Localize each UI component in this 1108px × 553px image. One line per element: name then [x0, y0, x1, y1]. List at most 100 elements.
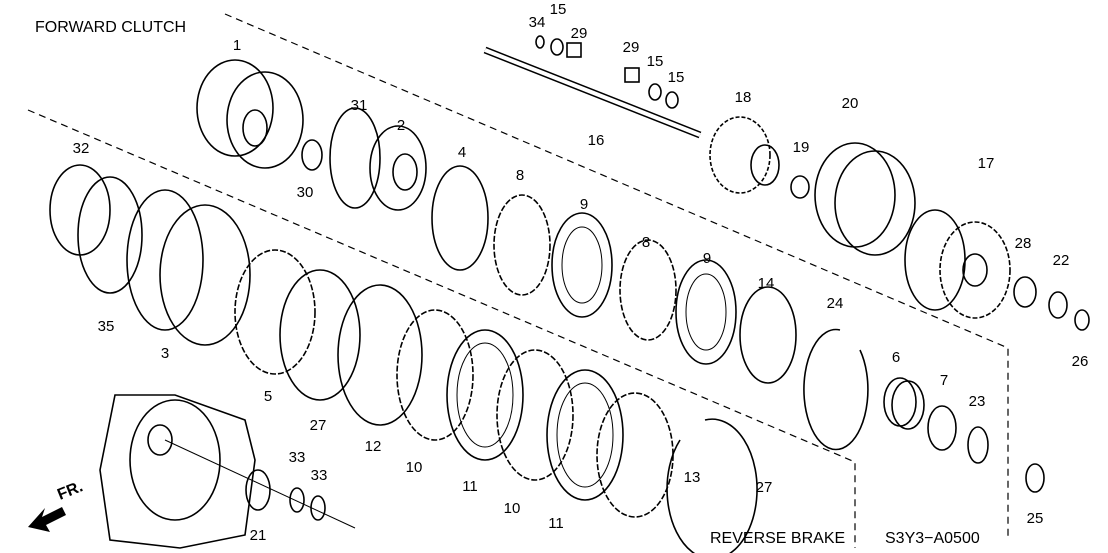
- bearing-15b: [648, 83, 662, 101]
- reverse-brake-title: REVERSE BRAKE: [710, 530, 845, 547]
- seal-21: [245, 469, 271, 511]
- snap-ring-25: [1025, 463, 1045, 493]
- callout: 4: [458, 144, 466, 161]
- callout: 11: [462, 478, 478, 495]
- plate-10a: [396, 309, 474, 441]
- callout: 13: [684, 469, 701, 486]
- callout: 15: [647, 53, 664, 70]
- end-plate-14: [739, 286, 797, 384]
- callout: 17: [978, 155, 995, 172]
- callout: 8: [516, 167, 524, 184]
- callout: 31: [351, 97, 368, 114]
- reverse-brake-boundary: [27, 109, 856, 548]
- callout: 23: [969, 393, 986, 410]
- callout: 29: [571, 25, 588, 42]
- gear-18: [709, 116, 771, 194]
- ring-27a: [279, 269, 361, 401]
- callout: 21: [250, 527, 267, 544]
- disc-11a-inner: [456, 342, 514, 448]
- clutch-drum-1-hub: [242, 109, 268, 147]
- drum-20-back: [834, 150, 916, 256]
- diagram-code: S3Y3−A0500: [885, 530, 980, 547]
- forward-clutch-boundary: [224, 13, 1009, 540]
- front-arrow-icon: [28, 507, 66, 532]
- disc-11b-inner: [556, 382, 614, 488]
- o-ring-33a: [289, 487, 305, 513]
- callout: 35: [98, 318, 115, 335]
- retainer-7: [927, 405, 957, 451]
- ring-4: [431, 165, 489, 271]
- transmission-case: [99, 394, 256, 549]
- callout: 18: [735, 89, 752, 106]
- front-arrow-label: FR.: [55, 478, 85, 503]
- hub-17: [939, 221, 1011, 319]
- callout: 3: [161, 345, 169, 362]
- callout: 5: [264, 388, 272, 405]
- bearing-15c: [665, 91, 679, 109]
- callout: 33: [311, 467, 328, 484]
- callout: 22: [1053, 252, 1070, 269]
- washer-34: [535, 35, 545, 49]
- bearing-19: [790, 175, 810, 199]
- ring-12: [337, 284, 423, 426]
- callout: 12: [365, 438, 382, 455]
- disc-11a: [446, 329, 524, 461]
- clutch-drum-1: [196, 59, 274, 157]
- ring-35: [77, 176, 143, 294]
- needle-bearing-29b: [624, 67, 640, 83]
- snap-ring-22: [1048, 291, 1068, 319]
- callout: 24: [827, 295, 844, 312]
- bearing-28: [1013, 276, 1037, 308]
- callout: 20: [842, 95, 859, 112]
- callout: 30: [297, 184, 314, 201]
- callout: 9: [703, 250, 711, 267]
- disc-9a-inner: [561, 226, 603, 304]
- callout: 32: [73, 140, 90, 157]
- callout: 19: [793, 139, 810, 156]
- callout: 8: [642, 234, 650, 251]
- callout: 29: [623, 39, 640, 56]
- callout: 14: [758, 275, 775, 292]
- disc-9a: [551, 212, 613, 318]
- callout: 7: [940, 372, 948, 389]
- plate-8a: [493, 194, 551, 296]
- callout: 1: [233, 37, 241, 54]
- plate-8b: [619, 239, 677, 341]
- forward-clutch-title: FORWARD CLUTCH: [35, 19, 186, 36]
- spring-6b: [891, 380, 925, 430]
- mainshaft: [483, 46, 702, 139]
- bearing-15a: [550, 38, 564, 56]
- snap-ring-26: [1074, 309, 1090, 331]
- snap-ring-23: [967, 426, 989, 464]
- carrier-3: [126, 189, 204, 331]
- callout: 26: [1072, 353, 1089, 370]
- o-ring-33b: [310, 495, 326, 521]
- piston-2-inner: [392, 153, 418, 191]
- callout: 2: [397, 117, 405, 134]
- callout: 6: [892, 349, 900, 366]
- carrier-3-back: [159, 204, 251, 346]
- callout: 28: [1015, 235, 1032, 252]
- piston-2: [369, 125, 427, 211]
- disc-9b: [675, 259, 737, 365]
- clutch-drum-1-back: [226, 71, 304, 169]
- callout: 25: [1027, 510, 1044, 527]
- callout: 15: [550, 1, 567, 18]
- snap-ring-24: [803, 328, 869, 451]
- callout: 33: [289, 449, 306, 466]
- snap-ring-27b: [666, 418, 758, 553]
- callout: 11: [548, 515, 564, 532]
- callouts: 34 15 29 29 15 15 16 18 20 19 17 22 28 2…: [73, 1, 1089, 544]
- ring-17: [904, 209, 966, 311]
- hub-17-center: [962, 253, 988, 287]
- o-ring-30: [301, 139, 323, 171]
- callout: 15: [668, 69, 685, 86]
- disc-11b: [546, 369, 624, 501]
- o-ring-31: [329, 107, 381, 209]
- needle-bearing-29a: [566, 42, 582, 58]
- callout: 9: [580, 196, 588, 213]
- drum-20: [814, 142, 896, 248]
- callout: 10: [504, 500, 521, 517]
